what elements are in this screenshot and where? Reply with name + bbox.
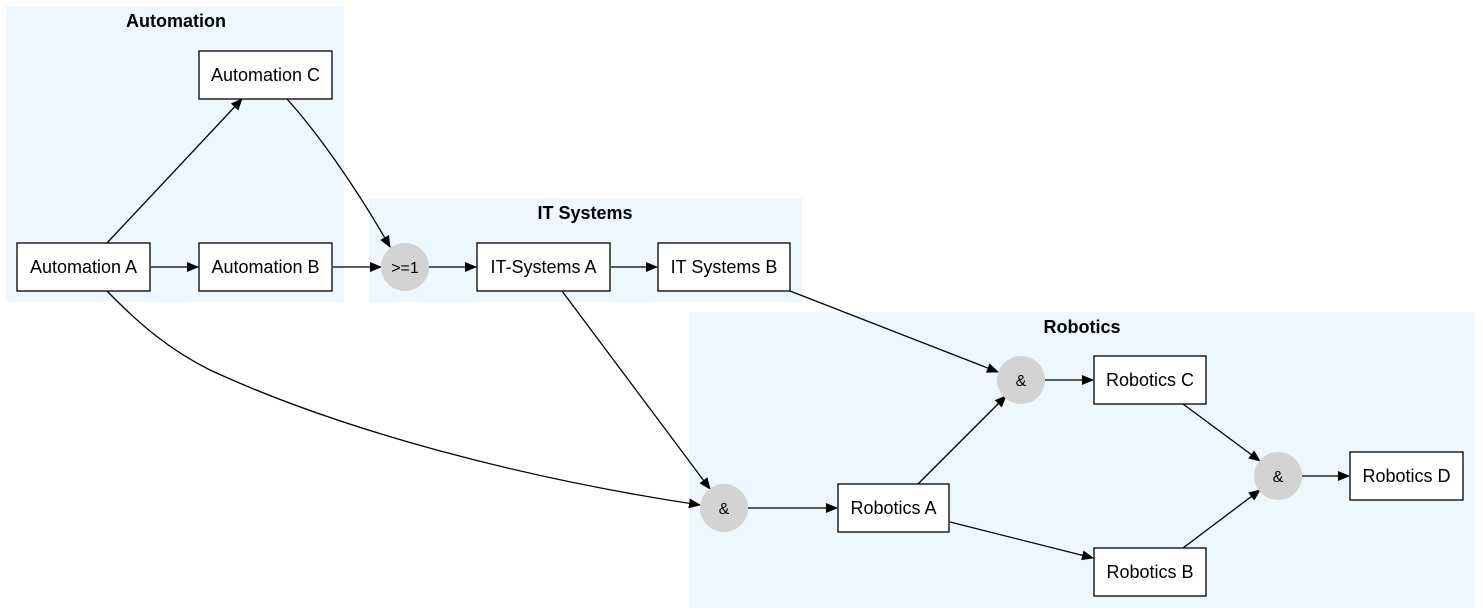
gate-and-rd[interactable]: & (1254, 452, 1302, 500)
edges (106, 98, 1350, 561)
edge-automation-a-to-automation-c (106, 98, 243, 244)
edge-robotics-a-to-robotics-b (949, 521, 1094, 561)
edge-it-systems-a-to-and-gate-ra (561, 290, 711, 490)
node-robotics-a[interactable]: Robotics A (837, 483, 950, 533)
gate-and-rc-label: & (1016, 373, 1027, 390)
gate-and-ra-label: & (719, 501, 730, 518)
node-it-systems-b-label: IT Systems B (671, 257, 778, 277)
node-robotics-c[interactable]: Robotics C (1093, 355, 1207, 405)
edge-robotics-b-to-and-gate-rd (1182, 489, 1261, 549)
gate-or-it-label: >=1 (391, 260, 419, 277)
node-robotics-d-label: Robotics D (1362, 466, 1450, 486)
edge-automation-c-to-or-gate (286, 98, 391, 248)
edge-robotics-c-to-and-gate-rd (1182, 403, 1261, 462)
node-robotics-a-label: Robotics A (850, 498, 936, 518)
node-robotics-d[interactable]: Robotics D (1349, 451, 1464, 501)
node-it-systems-a[interactable]: IT-Systems A (476, 242, 611, 292)
cluster-robotics-label: Robotics (1043, 317, 1120, 337)
node-automation-a[interactable]: Automation A (16, 242, 151, 292)
node-robotics-b[interactable]: Robotics B (1093, 547, 1207, 597)
node-robotics-c-label: Robotics C (1106, 370, 1194, 390)
node-it-systems-b[interactable]: IT Systems B (657, 242, 791, 292)
cluster-it-systems-label: IT Systems (537, 203, 632, 223)
node-it-systems-a-label: IT-Systems A (490, 257, 596, 277)
node-automation-c[interactable]: Automation C (198, 50, 333, 100)
gate-or-it[interactable]: >=1 (381, 243, 429, 291)
edge-automation-a-to-and-gate-ra (106, 290, 701, 509)
edge-robotics-a-to-and-gate-rc (917, 395, 1007, 485)
cluster-automation-label: Automation (126, 11, 226, 31)
gate-and-rc[interactable]: & (997, 356, 1045, 404)
node-automation-c-label: Automation C (211, 65, 320, 85)
gate-and-rd-label: & (1273, 469, 1284, 486)
gate-and-ra[interactable]: & (700, 484, 748, 532)
edge-it-systems-b-to-and-gate-rc (789, 290, 999, 373)
node-automation-a-label: Automation A (30, 257, 137, 277)
node-robotics-b-label: Robotics B (1106, 562, 1193, 582)
node-automation-b-label: Automation B (211, 257, 319, 277)
node-automation-b[interactable]: Automation B (198, 242, 333, 292)
